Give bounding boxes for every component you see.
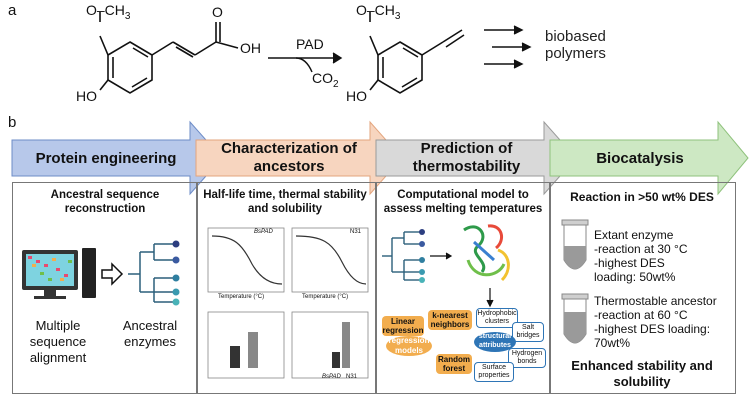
regression-models-ellipse: regression models — [386, 336, 432, 356]
biobased-polymers-label: biobased polymers — [545, 28, 606, 62]
stage2-title: Characterization of ancestors — [221, 140, 357, 175]
tube-icon — [561, 219, 589, 270]
plot2-xlabel: Temperature (°C) — [302, 294, 349, 300]
stage4-title: Biocatalysis — [596, 150, 684, 167]
stage4-panel — [550, 182, 736, 394]
extant-enzyme-text: Extant enzyme -reaction at 30 °C -highes… — [594, 228, 688, 284]
panel-b-label: b — [8, 114, 17, 131]
plot4-label-b: N31 — [346, 374, 358, 380]
random-forest-box: Random forest — [436, 354, 472, 374]
ancestral-enzymes-label: Ancestral enzymes — [122, 318, 178, 349]
plot1-xlabel: Temperature (°C) — [218, 294, 265, 300]
hollow-arrow-icon — [101, 262, 124, 286]
thermostable-ancestor-text: Thermostable ancestor -reaction at 60 °C… — [594, 294, 717, 350]
stage3-illustration — [382, 224, 510, 308]
arrow-icon — [430, 252, 453, 260]
co2-label: CO2 — [312, 70, 339, 90]
protein-structure-icon — [463, 224, 510, 282]
msa-label: Multiple sequence alignment — [29, 318, 87, 365]
linear-regression-box: Linear regression — [382, 316, 424, 336]
stage3-title: Prediction of thermostability — [412, 140, 521, 175]
ferulic-acid-structure — [99, 12, 239, 94]
pad-enzyme-label: PAD — [296, 36, 324, 52]
knn-box: k-nearest neighbors — [428, 310, 472, 330]
stage1-illustration — [22, 240, 180, 306]
stage4-footer: Enhanced stability and solubility — [571, 358, 713, 389]
stage1-subtitle: Ancestral sequence reconstruction — [50, 189, 160, 215]
stage1-panel — [12, 182, 198, 394]
stage2-mini-plots — [207, 227, 369, 379]
product-phenol-label: HO — [346, 88, 367, 104]
stage1-title: Protein engineering — [35, 150, 177, 167]
surface-properties-box: Surface properties — [474, 362, 514, 382]
reaction-tubes — [561, 219, 589, 344]
polymer-arrows — [484, 25, 532, 69]
panel-a-label: a — [8, 2, 17, 19]
plot2-title: N31 — [350, 229, 362, 235]
pipeline-arrows — [11, 120, 749, 196]
carbonyl-o-label: O — [212, 4, 223, 20]
hydrophobic-clusters-box: Hydrophobic clusters — [476, 308, 518, 328]
stage3-subtitle: Computational model to assess melting te… — [383, 189, 543, 215]
stage4-arrow — [549, 120, 749, 196]
tree-icon — [382, 231, 420, 281]
vinylguaiacol-structure — [369, 12, 465, 94]
product-methoxy-label: O–CH3 — [356, 2, 401, 22]
reaction-scheme — [99, 12, 532, 94]
stage3-panel — [376, 182, 550, 394]
phylogenetic-tree-icon — [128, 243, 174, 303]
phenol-oh-label: HO — [76, 88, 97, 104]
tube-icon — [561, 293, 589, 344]
plot4-label-a: BsPAD — [322, 374, 341, 380]
hydrogen-bonds-box: Hydrogen bonds — [508, 348, 546, 368]
structural-attributes-ellipse: structural attributes — [474, 332, 516, 352]
salt-bridges-box: Salt bridges — [512, 322, 544, 342]
computer-tower-icon — [82, 248, 96, 298]
stage2-panel — [196, 182, 376, 394]
plot1-title: BsPAD — [254, 229, 273, 235]
stage4-subtitle: Reaction in >50 wt% DES — [570, 190, 714, 204]
acid-oh-label: OH — [240, 40, 261, 56]
methoxy-label: O–CH3 — [86, 2, 131, 22]
pad-reaction-arrow — [268, 52, 343, 73]
stage2-subtitle: Half-life time, thermal stability and so… — [203, 189, 367, 215]
